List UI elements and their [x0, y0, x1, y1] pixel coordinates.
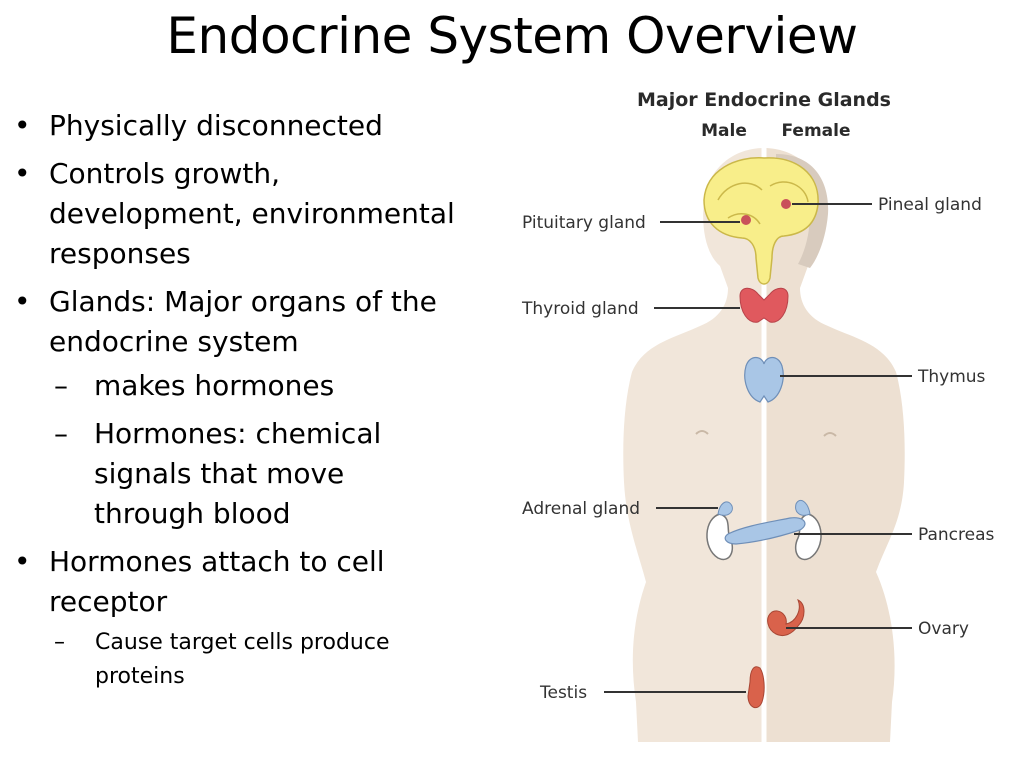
sub-bullet-marker: –: [54, 630, 65, 655]
brain: [703, 157, 819, 285]
sub-bullet-list: – makes hormones – Hormones: chemical si…: [49, 366, 458, 534]
bullet-text: Controls growth, development, environmen…: [49, 157, 455, 270]
sub-bullet-item: – Cause target cells produce proteins: [49, 626, 458, 694]
male-nipple: [695, 430, 709, 435]
bullet-item: • Hormones attach to cell receptor – Cau…: [8, 542, 458, 694]
pituitary-gland: [741, 215, 751, 225]
bullet-item: • Controls growth, development, environm…: [8, 154, 458, 274]
ovary-label: Ovary: [918, 619, 969, 639]
bullet-item: • Glands: Major organs of the endocrine …: [8, 282, 458, 534]
bullet-text: Glands: Major organs of the endocrine sy…: [49, 285, 437, 358]
sub-bullet-text: Hormones: chemical signals that move thr…: [94, 417, 382, 530]
male-column-label: Male: [701, 121, 747, 141]
adrenal-gland-left: [717, 501, 733, 516]
bullet-list: • Physically disconnected • Controls gro…: [8, 106, 458, 702]
female-body-half: [764, 148, 905, 742]
pineal-label: Pineal gland: [878, 195, 982, 215]
endocrine-diagram: Major Endocrine Glands Male Female Pitui…: [514, 82, 1014, 742]
bullet-marker: •: [14, 545, 31, 578]
pancreas: [724, 517, 806, 545]
thymus-label: Thymus: [917, 367, 986, 387]
pancreas-label: Pancreas: [918, 525, 995, 545]
testis: [747, 666, 765, 709]
sub-bullet-marker: –: [54, 417, 68, 450]
adrenal-gland-right: [795, 499, 811, 516]
sub-bullet-item: – Hormones: chemical signals that move t…: [49, 414, 458, 534]
bullet-marker: •: [14, 157, 31, 190]
thyroid-gland: [739, 287, 789, 323]
sub-bullet-text: Cause target cells produce proteins: [95, 630, 390, 689]
brain-folds: [717, 181, 809, 225]
female-column-label: Female: [782, 121, 851, 141]
bullet-item: • Physically disconnected: [8, 106, 458, 146]
sub-bullet-list: – Cause target cells produce proteins: [49, 626, 458, 694]
adrenal-label: Adrenal gland: [522, 499, 640, 519]
male-body-half: [623, 148, 764, 742]
left-kidney: [706, 513, 734, 561]
diagram-title: Major Endocrine Glands: [637, 89, 891, 111]
bullet-text: Hormones attach to cell receptor: [49, 545, 385, 618]
bullet-text: Physically disconnected: [49, 109, 383, 142]
testis-label: Testis: [539, 683, 587, 703]
sub-bullet-marker: –: [54, 369, 68, 402]
pineal-gland: [781, 199, 791, 209]
sub-bullet-item: – makes hormones: [49, 366, 458, 406]
sub-bullet-text: makes hormones: [94, 369, 335, 402]
thyroid-label: Thyroid gland: [521, 299, 639, 319]
bullet-marker: •: [14, 285, 31, 318]
thymus: [744, 356, 784, 403]
bullet-marker: •: [14, 109, 31, 142]
endocrine-diagram-svg: Major Endocrine Glands Male Female Pitui…: [521, 89, 995, 742]
female-nipple: [823, 432, 837, 437]
slide-title: Endocrine System Overview: [166, 7, 858, 65]
pituitary-label: Pituitary gland: [522, 213, 646, 233]
